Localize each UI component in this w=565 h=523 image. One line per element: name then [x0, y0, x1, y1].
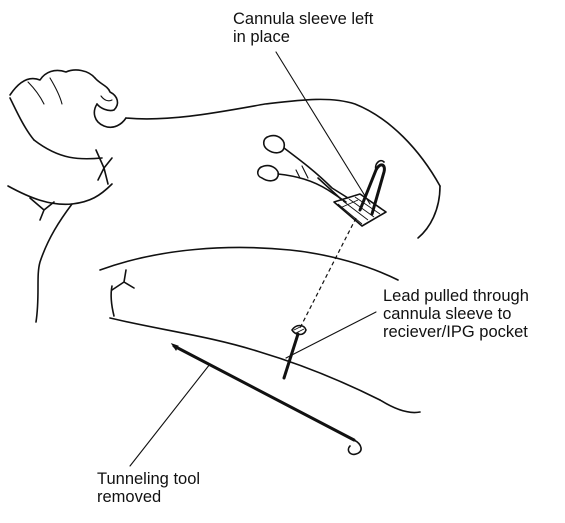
- lead-pulled-label-line-3: reciever/IPG pocket: [383, 323, 529, 341]
- cannula-sleeve-label: Cannula sleeve left in place: [233, 10, 373, 46]
- tunneling-tool-label-line-1: Tunneling tool: [97, 470, 200, 488]
- tunnel-path: [300, 218, 356, 328]
- lead-pulled-label-line-2: cannula sleeve to: [383, 305, 529, 323]
- tunneling-tool-label-line-2: removed: [97, 488, 200, 506]
- tunneling-tool-label: Tunneling tool removed: [97, 470, 200, 506]
- surgical-site: [258, 136, 386, 226]
- cannula-sleeve-label-line-1: Cannula sleeve left: [233, 10, 373, 28]
- cannula-sleeve-label-line-2: in place: [233, 28, 373, 46]
- lead-exit: [284, 326, 306, 379]
- lead-pulled-label: Lead pulled through cannula sleeve to re…: [383, 287, 529, 341]
- patient-hip: [100, 247, 420, 412]
- patient-head: [10, 70, 126, 140]
- tunneling-tool: [172, 344, 361, 454]
- lead-pulled-label-line-1: Lead pulled through: [383, 287, 529, 305]
